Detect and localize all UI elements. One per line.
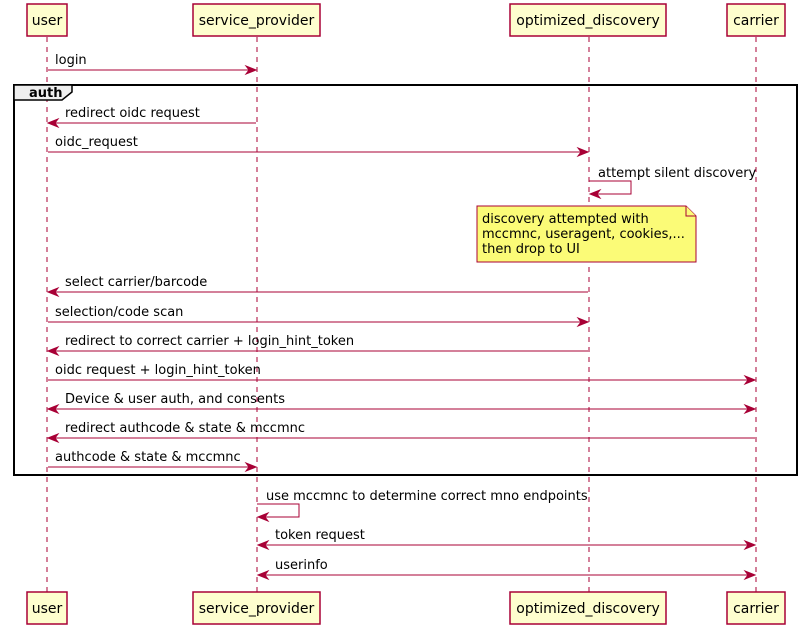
arrow-head [46, 345, 60, 357]
participant-user-top-label: user [32, 13, 63, 29]
messages: login redirect oidc request oidc_requestat… [46, 53, 757, 581]
message-5: select carrier/barcode [46, 275, 588, 298]
participant-carrier-bottom [726, 591, 786, 625]
arrow-head [244, 64, 258, 76]
arrow-head [46, 286, 60, 298]
arrow-head [46, 432, 60, 444]
participant-service-provider-bottom [192, 591, 321, 625]
note-fold [685, 206, 696, 217]
lifelines [46, 37, 757, 592]
message-line [257, 503, 300, 518]
note-line-2: mccmnc, useragent, cookies,... [482, 227, 685, 242]
participant-user-bottom [26, 591, 68, 625]
message-11: authcode & state & mccmnc [48, 450, 258, 473]
message-label: token request [275, 528, 365, 543]
participant-carrier-top [726, 3, 786, 37]
note-line-1: discovery attempted with [482, 212, 649, 227]
message-label: redirect authcode & state & mccmnc [65, 421, 305, 436]
arrow-head [576, 146, 590, 158]
message-14: userinfo [256, 558, 757, 581]
arrow-head [576, 316, 590, 328]
arrow-head-left [256, 539, 270, 551]
message-label: redirect to correct carrier + login_hint… [65, 334, 354, 349]
arrow-head [743, 374, 757, 386]
participant-user-top [26, 3, 68, 37]
message-line [589, 180, 632, 195]
auth-frame-border [13, 84, 798, 476]
message-4: attempt silent discovery [588, 166, 757, 200]
message-label: oidc request + login_hint_token [55, 363, 261, 378]
participant-optimized-discovery-top-label: optimized_discovery [516, 13, 659, 29]
message-label: selection/code scan [55, 305, 183, 320]
message-7: redirect to correct carrier + login_hint… [46, 334, 588, 357]
participant-optimized-discovery-bottom [509, 591, 667, 625]
participants-top: user service_provider optimized_discover… [26, 3, 786, 37]
participant-optimized-discovery-top [509, 3, 667, 37]
message-label: attempt silent discovery [598, 166, 757, 181]
arrow-head-right [743, 403, 757, 415]
message-9: Device & user auth, and consents [46, 392, 757, 415]
message-8: oidc request + login_hint_token [48, 363, 757, 386]
auth-frame-label: auth [29, 86, 63, 101]
message-label: userinfo [275, 558, 328, 573]
participant-service-provider-bottom-label: service_provider [199, 601, 315, 617]
message-13: token request [256, 528, 757, 551]
arrow-head [588, 188, 602, 200]
participant-carrier-top-label: carrier [733, 13, 779, 29]
message-label: select carrier/barcode [65, 275, 207, 290]
participants-bottom: user service_provider optimized_discover… [26, 591, 786, 625]
message-1: login [48, 53, 258, 76]
arrow-head-right [743, 569, 757, 581]
arrow-head-right [743, 539, 757, 551]
note-body [476, 205, 697, 263]
participant-service-provider-top-label: service_provider [199, 13, 315, 29]
participant-carrier-bottom-label: carrier [733, 601, 779, 617]
message-3: oidc_request [48, 135, 590, 158]
discovery-note: discovery attempted with mccmnc, userage… [476, 205, 697, 263]
message-label: Device & user auth, and consents [65, 392, 285, 407]
note-line-3: then drop to UI [482, 242, 580, 257]
participant-service-provider-top [192, 3, 321, 37]
arrow-head [256, 511, 270, 523]
arrow-head [244, 461, 258, 473]
participant-user-bottom-label: user [32, 601, 63, 617]
arrow-head-left [256, 569, 270, 581]
message-label: authcode & state & mccmnc [55, 450, 241, 465]
arrow-head [46, 117, 60, 129]
auth-frame-tab [13, 84, 73, 101]
message-label: oidc_request [55, 135, 138, 150]
message-label: use mccmnc to determine correct mno endp… [266, 489, 588, 504]
message-label: login [55, 53, 87, 68]
message-10: redirect authcode & state & mccmnc [46, 421, 755, 444]
message-6: selection/code scan [48, 305, 590, 328]
message-label: redirect oidc request [65, 106, 200, 121]
message-12: use mccmnc to determine correct mno endp… [256, 489, 588, 523]
participant-optimized-discovery-bottom-label: optimized_discovery [516, 601, 659, 617]
message-2: redirect oidc request [46, 106, 256, 129]
arrow-head-left [46, 403, 60, 415]
auth-frame: auth [13, 84, 798, 476]
